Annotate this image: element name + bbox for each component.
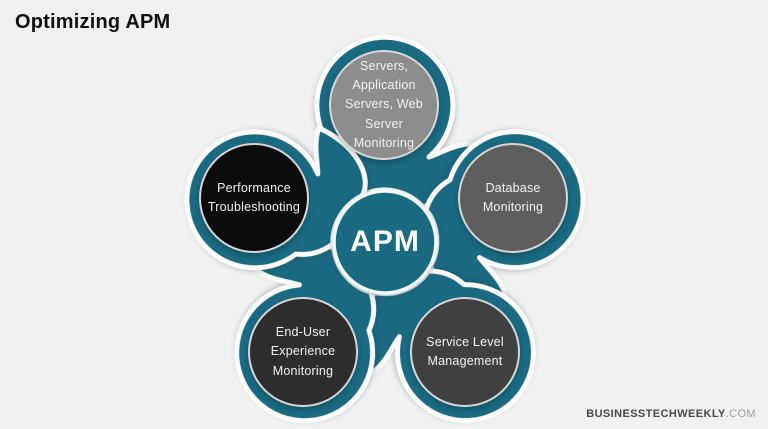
node-servers-monitoring: Servers, Application Servers, Web Server… <box>329 50 439 160</box>
apm-hub-label: APM <box>350 225 420 258</box>
page-title: Optimizing APM <box>15 11 171 33</box>
brand-watermark: BUSINESSTECHWEEKLY.COM <box>586 408 756 420</box>
apm-hub-circle <box>332 189 438 295</box>
node-database-monitoring-label: Database Monitoring <box>482 180 544 214</box>
node-end-user-experience-label: End-User Experience Monitoring <box>270 324 336 378</box>
node-servers-monitoring-label: Servers, Application Servers, Web Server… <box>345 58 423 151</box>
brand-name: BUSINESSTECHWEEKLY <box>586 408 726 420</box>
node-database-monitoring: Database Monitoring <box>458 143 568 253</box>
node-service-level-management: Service Level Management <box>410 297 520 407</box>
node-end-user-experience: End-User Experience Monitoring <box>248 297 358 407</box>
node-performance-troubleshooting-label: Performance Troubleshooting <box>207 180 301 214</box>
node-service-level-management-label: Service Level Management <box>426 334 504 368</box>
node-performance-troubleshooting: Performance Troubleshooting <box>199 143 309 253</box>
brand-suffix: .COM <box>725 408 756 420</box>
